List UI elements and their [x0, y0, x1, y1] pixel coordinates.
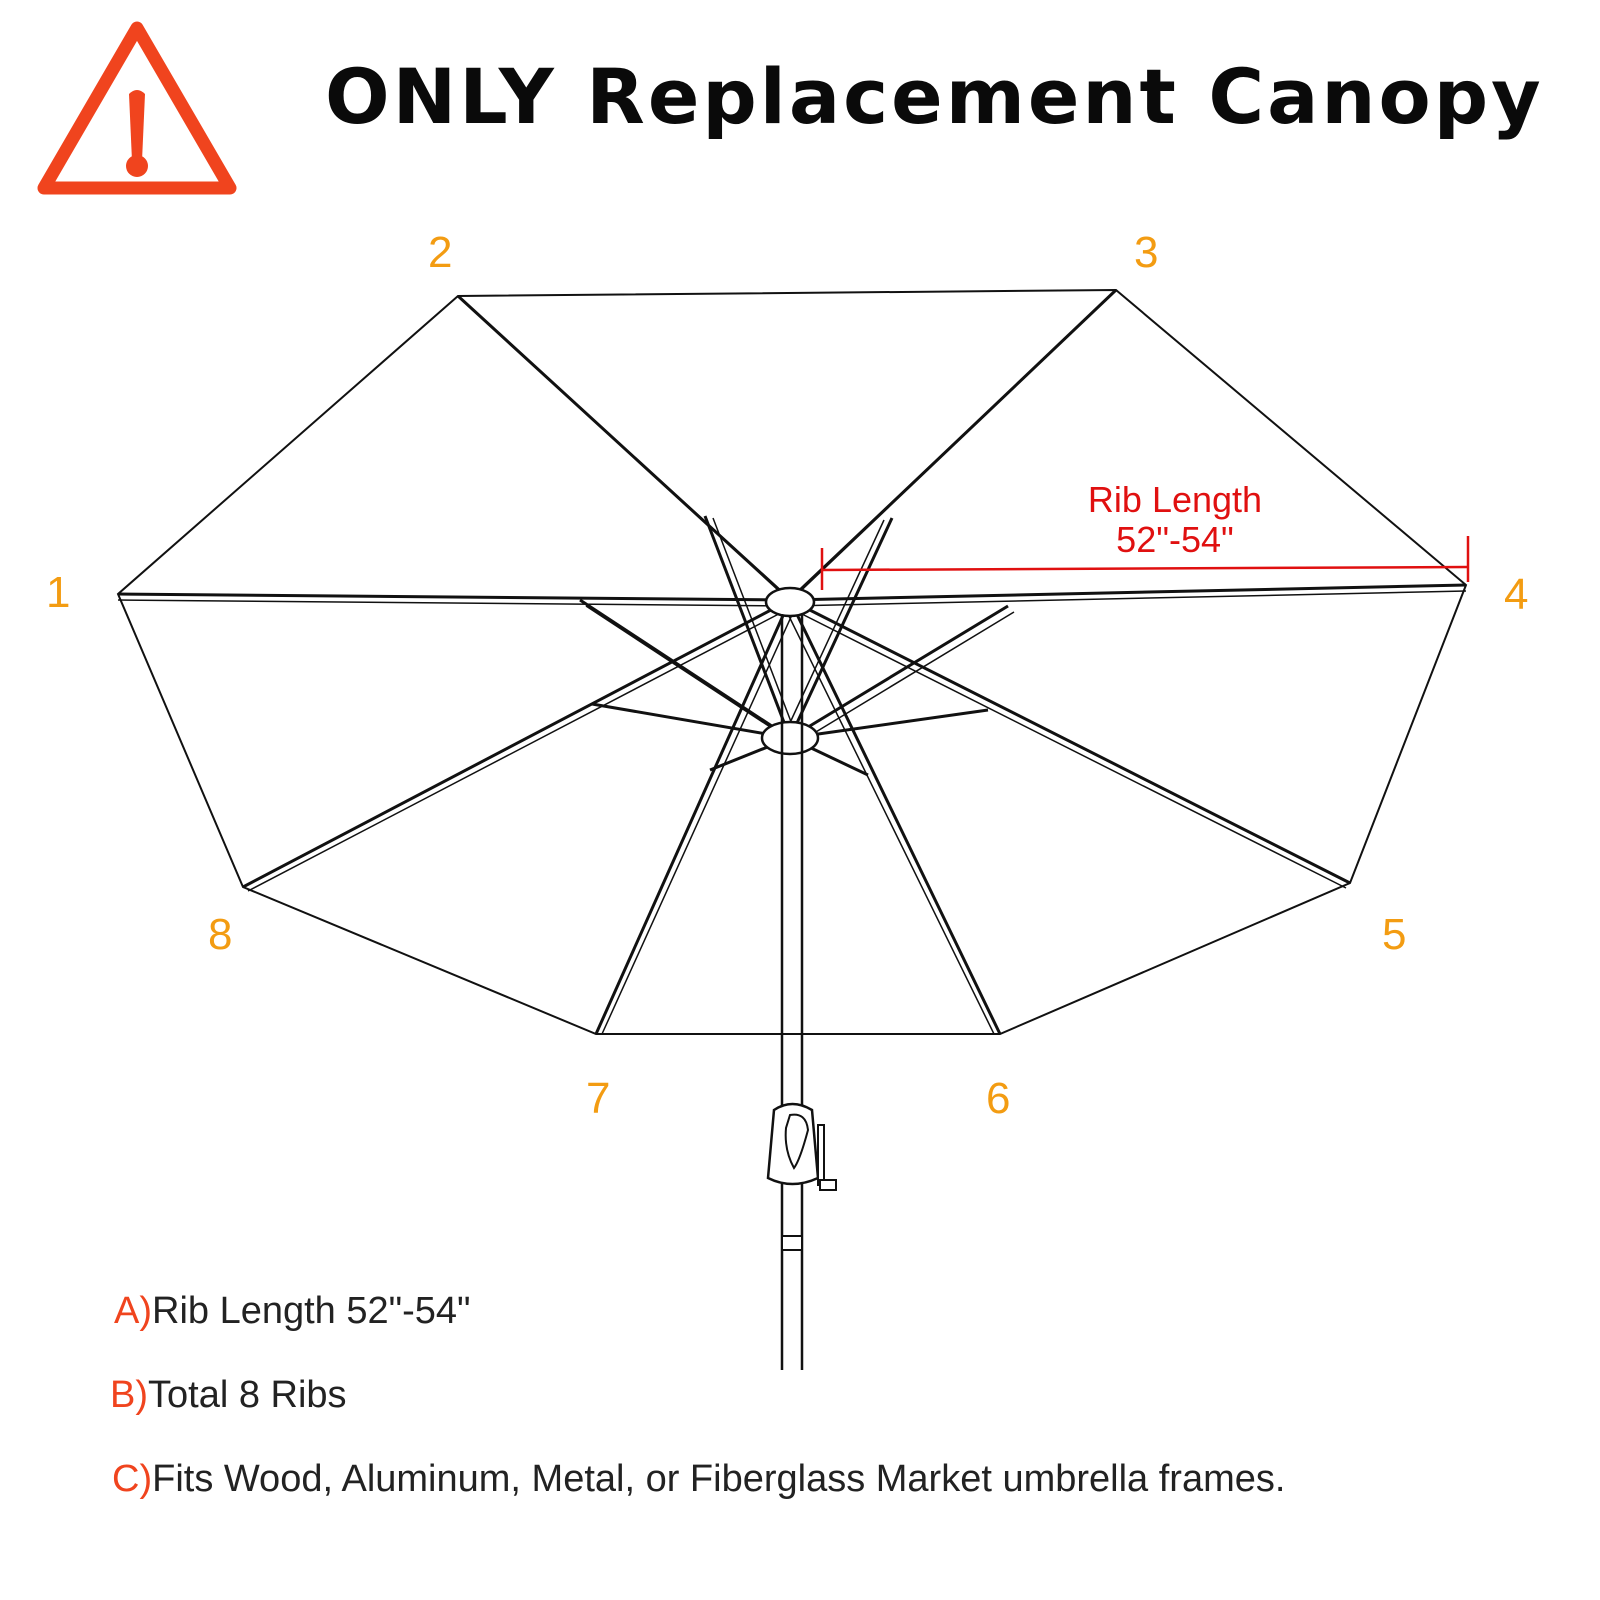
page-title: ONLY Replacement Canopy — [325, 52, 1544, 141]
feature-a-letter: A) — [114, 1290, 152, 1332]
feature-b-letter: B) — [110, 1374, 148, 1416]
feature-a: A)Rib Length 52"-54" — [114, 1290, 471, 1333]
feature-c-letter: C) — [112, 1458, 153, 1500]
rib-number-5: 5 — [1382, 910, 1407, 959]
feature-b-text: Total 8 Ribs — [148, 1374, 347, 1416]
rib-number-6: 6 — [986, 1074, 1011, 1123]
rib-length-label-line1: Rib Length — [1087, 479, 1263, 520]
rib-length-label-line2: 52"-54" — [1116, 519, 1234, 560]
rib-length-label: Rib Length 52"-54" — [1075, 480, 1275, 560]
feature-b: B)Total 8 Ribs — [110, 1374, 347, 1417]
feature-a-text: Rib Length 52"-54" — [152, 1290, 471, 1332]
feature-c: C)Fits Wood, Aluminum, Metal, or Fibergl… — [112, 1458, 1285, 1501]
rib-number-1: 1 — [46, 568, 71, 617]
canopy-outline — [116, 288, 1468, 1035]
feature-c-text: Fits Wood, Aluminum, Metal, or Fiberglas… — [152, 1458, 1286, 1500]
warning-triangle-icon — [37, 21, 237, 195]
rib-number-3: 3 — [1134, 228, 1159, 277]
rib-number-8: 8 — [208, 910, 233, 959]
rib-number-2: 2 — [428, 228, 453, 277]
rib-number-7: 7 — [586, 1074, 611, 1123]
rib-number-4: 4 — [1504, 570, 1529, 619]
